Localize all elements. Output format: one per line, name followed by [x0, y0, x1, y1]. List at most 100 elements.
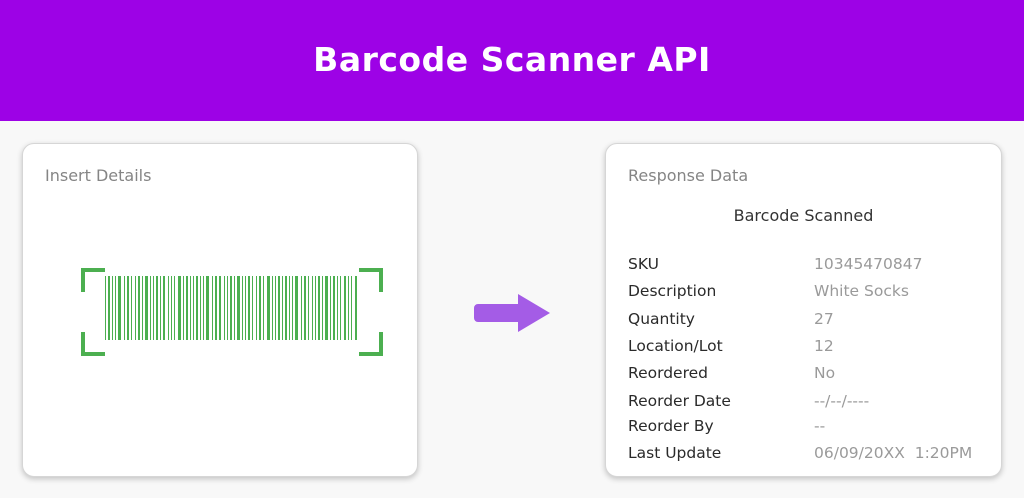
row-label: Reorder Date	[628, 392, 731, 410]
barcode-bar	[256, 276, 257, 340]
barcode-bar	[142, 276, 143, 340]
barcode-bar	[219, 276, 221, 340]
response-row: Location/Lot 12	[628, 335, 988, 357]
row-label: Location/Lot	[628, 337, 723, 355]
barcode-bar	[112, 276, 113, 340]
response-row: Quantity 27	[628, 308, 988, 330]
page-title: Barcode Scanner API	[313, 39, 711, 79]
barcode-bar	[242, 276, 243, 340]
barcode-bar	[355, 276, 357, 340]
barcode-scan-icon	[81, 268, 383, 356]
barcode-bar	[118, 276, 121, 340]
barcode-bar	[145, 276, 148, 340]
scan-frame-corners	[81, 268, 383, 356]
barcode-bar	[153, 276, 154, 340]
barcode-bar	[315, 276, 316, 340]
barcode-bar	[227, 276, 228, 340]
row-label: Reorder By	[628, 417, 714, 435]
response-row: Reorder Date --/--/----	[628, 390, 988, 412]
response-row: SKU 10345470847	[628, 253, 988, 275]
row-label: Description	[628, 282, 717, 300]
barcode-bar	[160, 276, 161, 340]
barcode-bar	[304, 276, 306, 340]
barcode-bar	[259, 276, 261, 340]
barcode-bar	[127, 276, 129, 340]
barcode-bar	[193, 276, 194, 340]
row-value: --/--/----	[814, 392, 870, 410]
barcode-bar	[348, 276, 349, 340]
barcode-scanned-label: Barcode Scanned	[733, 206, 874, 225]
barcode-bar	[196, 276, 198, 340]
barcode-bar	[171, 276, 172, 340]
barcode-bar	[292, 276, 293, 340]
barcode-bar	[275, 276, 276, 340]
barcode-bar	[330, 276, 331, 340]
row-value: 27	[814, 310, 834, 328]
barcode-bars	[105, 276, 357, 340]
barcode-bar	[124, 276, 125, 340]
barcode-bar	[289, 276, 290, 340]
response-row: Last Update 06/09/20XX 1:20PM	[628, 442, 988, 464]
response-data-card: Response Data Barcode Scanned SKU 103454…	[605, 143, 1002, 477]
row-value: 06/09/20XX 1:20PM	[814, 444, 973, 462]
row-label: Quantity	[628, 310, 695, 328]
barcode-bar	[138, 276, 140, 340]
barcode-bar	[224, 276, 225, 340]
barcode-bar	[325, 276, 328, 340]
barcode-bar	[105, 276, 106, 340]
barcode-bar	[322, 276, 323, 340]
barcode-bar	[203, 276, 204, 340]
barcode-bar	[237, 276, 240, 340]
row-value: White Socks	[814, 282, 909, 300]
barcode-bar	[115, 276, 116, 340]
barcode-bar	[108, 276, 110, 340]
barcode-bar	[272, 276, 273, 340]
response-data-title: Response Data	[628, 166, 749, 185]
barcode-bar	[206, 276, 209, 340]
barcode-bar	[174, 276, 175, 340]
row-value: 12	[814, 337, 834, 355]
barcode-bar	[351, 276, 352, 340]
barcode-bar	[308, 276, 309, 340]
barcode-bar	[178, 276, 181, 340]
header-banner: Barcode Scanner API	[0, 0, 1024, 121]
barcode-bar	[135, 276, 136, 340]
barcode-bar	[183, 276, 184, 340]
barcode-bar	[278, 276, 280, 340]
barcode-bar	[295, 276, 298, 340]
arrow-right-icon	[474, 294, 550, 332]
barcode-bar	[337, 276, 338, 340]
barcode-bar	[333, 276, 335, 340]
barcode-bar	[163, 276, 165, 340]
response-row: Reorder By --	[628, 415, 988, 437]
row-value: 10345470847	[814, 255, 923, 273]
insert-details-title: Insert Details	[45, 166, 152, 185]
barcode-bar	[263, 276, 264, 340]
barcode-bar	[282, 276, 283, 340]
barcode-bar	[186, 276, 188, 340]
barcode-bar	[156, 276, 158, 340]
barcode-bar	[252, 276, 253, 340]
barcode-bar	[312, 276, 313, 340]
barcode-bar	[212, 276, 213, 340]
barcode-bar	[340, 276, 341, 340]
barcode-bar	[168, 276, 169, 340]
barcode-bar	[190, 276, 191, 340]
row-value: --	[814, 417, 826, 435]
row-label: Last Update	[628, 444, 722, 462]
barcode-bar	[248, 276, 250, 340]
row-label: Reordered	[628, 364, 708, 382]
barcode-bar	[234, 276, 235, 340]
barcode-bar	[200, 276, 201, 340]
response-row: Description White Socks	[628, 280, 988, 302]
barcode-bar	[150, 276, 151, 340]
row-value: No	[814, 364, 836, 382]
barcode-bar	[215, 276, 217, 340]
barcode-bar	[131, 276, 132, 340]
response-row: Reordered No	[628, 362, 988, 384]
barcode-bar	[285, 276, 287, 340]
insert-details-card: Insert Details	[22, 143, 418, 477]
barcode-bar	[230, 276, 232, 340]
barcode-bar	[318, 276, 320, 340]
barcode-bar	[301, 276, 302, 340]
